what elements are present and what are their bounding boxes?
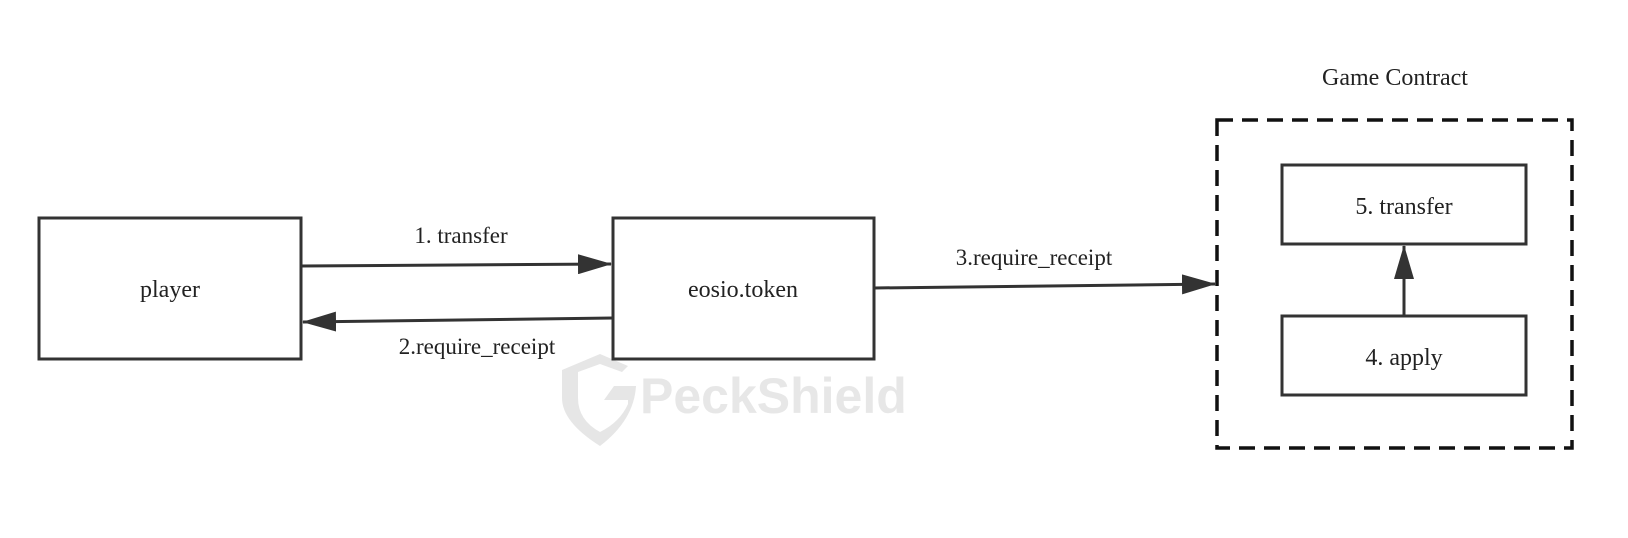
game-contract-group [1215, 118, 1574, 450]
edge-2-label: 2.require_receipt [399, 334, 556, 359]
node-player-label: player [140, 277, 200, 303]
node-player: player [37, 216, 303, 361]
node-eosio-token-label: eosio.token [688, 277, 798, 303]
node-transfer-5: 5. transfer [1280, 163, 1528, 246]
watermark: PeckShield [562, 354, 907, 446]
edge-3-label: 3.require_receipt [956, 245, 1113, 270]
edge-1-label: 1. transfer [414, 223, 508, 248]
node-transfer-5-label: 5. transfer [1355, 194, 1452, 220]
shield-logo-icon [562, 354, 636, 446]
edge-2-require-receipt: 2.require_receipt [302, 311, 614, 359]
game-contract-label: Game Contract [1322, 65, 1468, 91]
node-apply-4: 4. apply [1280, 314, 1528, 397]
edge-1-transfer: 1. transfer [300, 223, 612, 275]
edge-3-require-receipt: 3.require_receipt [873, 245, 1216, 295]
watermark-text: PeckShield [640, 368, 907, 424]
node-apply-4-label: 4. apply [1365, 345, 1442, 371]
node-eosio-token: eosio.token [611, 216, 876, 361]
